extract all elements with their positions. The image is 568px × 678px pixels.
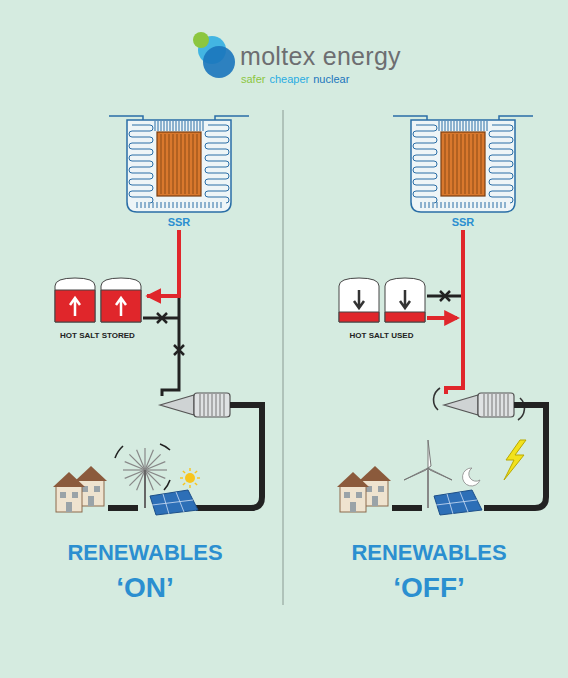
blade [125, 470, 145, 478]
storage-tanks-node: HOT SALT STORED [48, 270, 147, 342]
reactor-node: SSR [116, 112, 242, 230]
storage-tanks-node: HOT SALT USED [332, 270, 431, 342]
tagline-word: cheaper [269, 73, 309, 85]
blade [145, 454, 161, 470]
blade [137, 450, 145, 470]
node-label: SSR [116, 216, 242, 228]
mode-heading: RENEWABLES [20, 540, 270, 566]
sun-ray [183, 483, 185, 485]
blade [145, 462, 165, 470]
mode-heading: ‘OFF’ [304, 572, 554, 604]
blade [145, 470, 153, 490]
blade [129, 454, 145, 470]
hot-salt-flow [147, 230, 179, 296]
node-label: HOT SALT STORED [48, 331, 147, 340]
sun-ray [189, 468, 190, 471]
mode-heading: RENEWABLES [304, 540, 554, 566]
sun-ray [183, 471, 185, 473]
sun-ray [195, 483, 197, 485]
sun-ray [195, 471, 197, 473]
logo-title: moltex energy [240, 42, 401, 71]
node-label: HOT SALT USED [332, 331, 431, 340]
sun-ray [197, 477, 200, 478]
mode-heading: ‘ON’ [20, 572, 270, 604]
blade [145, 469, 167, 470]
tagline-word: nuclear [313, 73, 349, 85]
blade [129, 470, 145, 486]
blade [123, 469, 145, 470]
blade [144, 448, 145, 470]
sun-ray [180, 477, 183, 478]
blade [145, 470, 161, 486]
tagline-word: safer [241, 73, 265, 85]
reactor-node: SSR [400, 112, 526, 230]
node-label: SSR [400, 216, 526, 228]
sun-ray [189, 485, 190, 488]
